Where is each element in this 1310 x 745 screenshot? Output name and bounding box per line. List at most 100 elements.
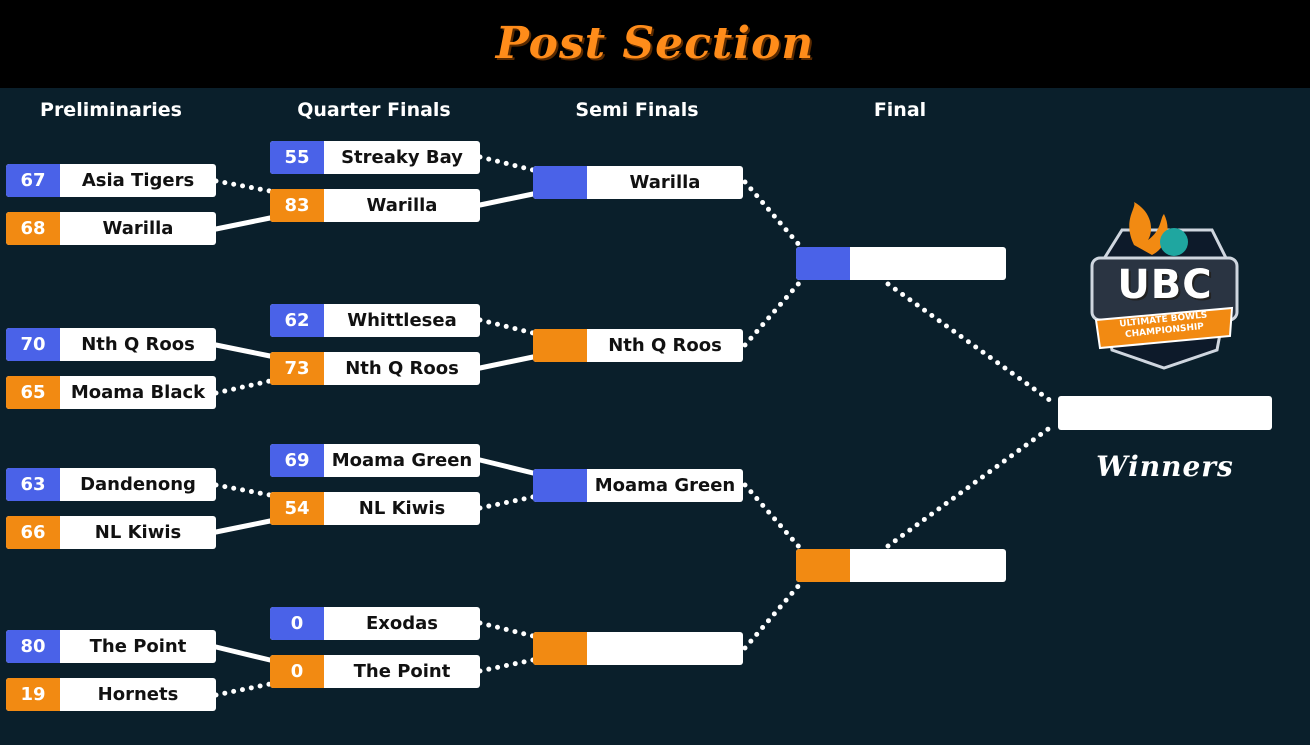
connector-sf1-f1 <box>742 179 803 249</box>
connector-sf4-f2 <box>742 581 803 651</box>
team-name: Hornets <box>97 684 179 705</box>
team-score: 73 <box>270 352 324 385</box>
connector-p6-qf6 <box>213 518 273 535</box>
team-slot-qf-1: 55 Streaky Bay <box>270 141 480 174</box>
team-slot-prelim-8: 19 Hornets <box>6 678 216 711</box>
team-name: Asia Tigers <box>81 170 195 191</box>
team-slot-qf-8: 0 The Point <box>270 655 480 688</box>
team-score: 65 <box>6 376 60 409</box>
team-score <box>796 549 850 582</box>
team-slot-final-1 <box>796 247 1006 280</box>
connector-p1-qf2 <box>213 178 273 194</box>
team-score <box>533 166 587 199</box>
team-score <box>796 247 850 280</box>
round-label-semi-finals: Semi Finals <box>575 99 699 121</box>
team-slot-prelim-2: 68 Warilla <box>6 212 216 245</box>
team-score <box>533 469 587 502</box>
team-score: 69 <box>270 444 324 477</box>
team-slot-prelim-6: 66 NL Kiwis <box>6 516 216 549</box>
team-name: Exodas <box>365 613 439 634</box>
team-score: 68 <box>6 212 60 245</box>
team-slot-qf-7: 0 Exodas <box>270 607 480 640</box>
team-slot-qf-2: 83 Warilla <box>270 189 480 222</box>
connector-p3-qf4 <box>213 342 273 359</box>
winners-label: Winners <box>1096 450 1234 483</box>
team-slot-qf-6: 54 NL Kiwis <box>270 492 480 525</box>
team-name: Nth Q Roos <box>81 334 195 355</box>
team-slot-qf-3: 62 Whittlesea <box>270 304 480 337</box>
team-slot-prelim-1: 67 Asia Tigers <box>6 164 216 197</box>
team-slot-final-2 <box>796 549 1006 582</box>
team-score: 80 <box>6 630 60 663</box>
team-score: 62 <box>270 304 324 337</box>
team-score: 19 <box>6 678 60 711</box>
connector-p7-qf8 <box>213 644 273 663</box>
team-slot-prelim-3: 70 Nth Q Roos <box>6 328 216 361</box>
round-label-final: Final <box>873 99 927 121</box>
connector-qf6-sf3 <box>477 494 536 511</box>
connector-p5-qf6 <box>213 482 273 498</box>
team-name: Warilla <box>629 172 701 193</box>
team-score: 54 <box>270 492 324 525</box>
team-name: Nth Q Roos <box>608 335 722 356</box>
team-slot-sf-2: Nth Q Roos <box>533 329 743 362</box>
team-name <box>587 632 743 665</box>
team-slot-prelim-4: 65 Moama Black <box>6 376 216 409</box>
team-name <box>850 247 1006 280</box>
connector-f2-winner <box>885 421 1058 549</box>
connector-sf2-f1 <box>742 279 803 348</box>
winner-name <box>1058 396 1272 430</box>
connector-qf3-sf2 <box>477 317 536 336</box>
team-slot-sf-1: Warilla <box>533 166 743 199</box>
team-name: NL Kiwis <box>358 498 446 519</box>
team-score: 66 <box>6 516 60 549</box>
team-slot-sf-4 <box>533 632 743 665</box>
team-slot-prelim-5: 63 Dandenong <box>6 468 216 501</box>
connector-qf2-sf1 <box>477 191 536 208</box>
round-label-quarter-finals: Quarter Finals <box>297 99 451 121</box>
team-name: The Point <box>89 636 187 657</box>
team-slot-qf-5: 69 Moama Green <box>270 444 480 477</box>
team-name: Warilla <box>366 195 438 216</box>
team-slot-sf-3: Moama Green <box>533 469 743 502</box>
team-name <box>850 549 1006 582</box>
team-name: Dandenong <box>80 474 196 495</box>
page-title: Post Section <box>495 18 815 69</box>
team-name: Moama Green <box>331 450 473 471</box>
team-name: Whittlesea <box>347 310 457 331</box>
connector-qf5-sf3 <box>477 457 536 476</box>
team-score: 55 <box>270 141 324 174</box>
team-score: 83 <box>270 189 324 222</box>
team-score: 70 <box>6 328 60 361</box>
winner-slot <box>1058 396 1272 430</box>
team-score <box>533 632 587 665</box>
team-score: 67 <box>6 164 60 197</box>
header-bar: Post Section <box>0 0 1310 88</box>
team-score <box>533 329 587 362</box>
team-name: Warilla <box>102 218 174 239</box>
round-label-preliminaries: Preliminaries <box>40 99 182 121</box>
connector-p4-qf4 <box>213 378 273 396</box>
connector-qf8-sf4 <box>477 657 536 674</box>
team-name: The Point <box>353 661 451 682</box>
connector-qf4-sf2 <box>477 354 536 371</box>
team-slot-prelim-7: 80 The Point <box>6 630 216 663</box>
team-name: NL Kiwis <box>94 522 182 543</box>
connector-f1-winner <box>885 281 1058 407</box>
team-score: 0 <box>270 655 324 688</box>
connector-sf3-f2 <box>742 482 803 551</box>
connector-p2-qf2 <box>213 215 273 232</box>
logo-text: UBC <box>1117 262 1213 308</box>
team-name: Streaky Bay <box>341 147 463 168</box>
team-name: Moama Black <box>70 382 206 403</box>
ubc-logo-icon <box>1090 202 1239 370</box>
team-score: 63 <box>6 468 60 501</box>
team-score: 0 <box>270 607 324 640</box>
connector-qf7-sf4 <box>477 620 536 639</box>
connector-p8-qf8 <box>213 681 273 698</box>
team-name: Moama Green <box>594 475 736 496</box>
team-slot-qf-4: 73 Nth Q Roos <box>270 352 480 385</box>
team-name: Nth Q Roos <box>345 358 459 379</box>
connector-qf1-sf1 <box>477 154 536 173</box>
